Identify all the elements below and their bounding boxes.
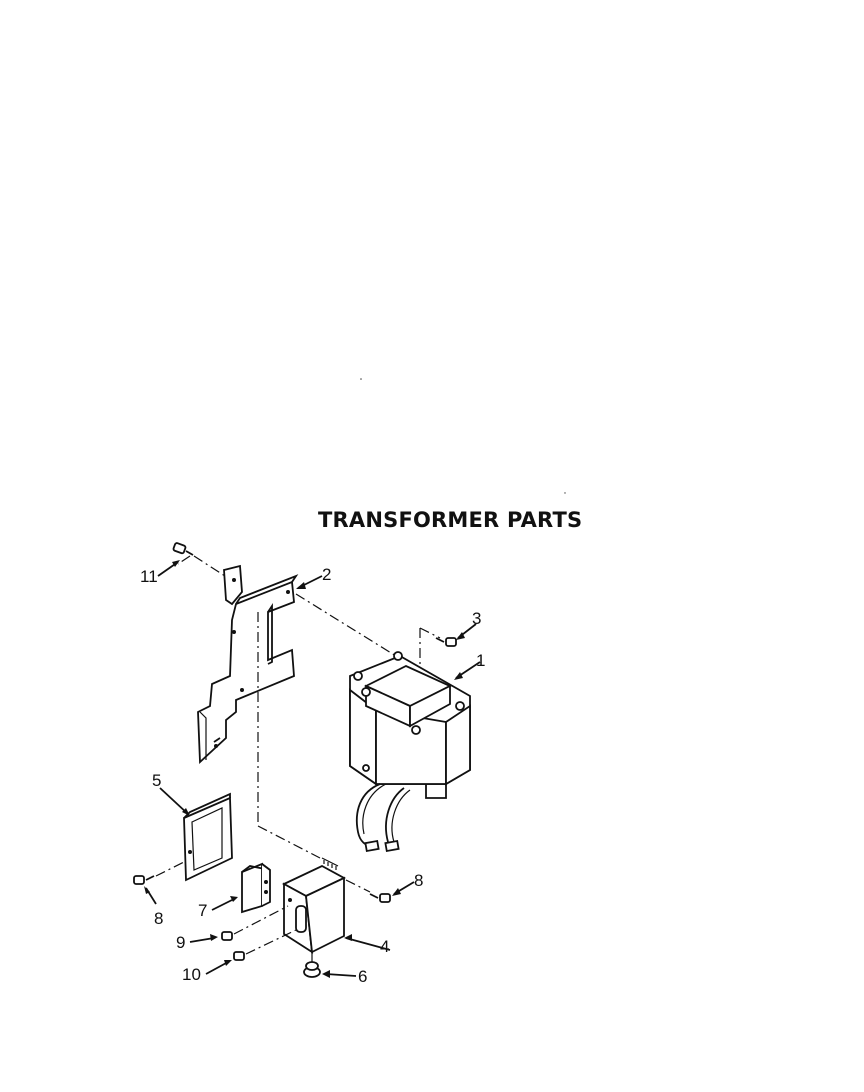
leader-6: [325, 973, 357, 977]
diagram-title: TRANSFORMER PARTS: [318, 508, 583, 532]
callout-10: 10: [182, 965, 201, 984]
leader-5: [159, 787, 189, 815]
callout-1: 1: [476, 651, 486, 670]
part-7-diode: [241, 862, 271, 914]
part-11-screw: [172, 542, 194, 565]
part-6-nut: [303, 952, 321, 978]
callout-11: 11: [140, 567, 158, 586]
callout-2: 2: [322, 565, 332, 584]
callout-5: 5: [152, 771, 162, 790]
callout-6: 6: [358, 967, 368, 986]
part-3-screw: [435, 637, 457, 647]
leader-9: [189, 937, 215, 943]
part-5-capacitor-bracket: [183, 792, 233, 882]
part-10-screw: [233, 929, 297, 961]
callout-7: 7: [198, 901, 208, 920]
callout-8-left: 8: [154, 909, 164, 928]
callout-3: 3: [472, 609, 482, 628]
part-8-screw-left: [133, 875, 155, 885]
leader-10: [205, 961, 229, 975]
callout-4: 4: [380, 937, 390, 956]
leader-4: [345, 937, 391, 951]
part-2-bracket: [197, 564, 299, 764]
callout-9: 9: [176, 933, 186, 952]
part-8-screw-right: [369, 893, 391, 903]
part-1-transformer: [349, 651, 471, 853]
callout-8-right: 8: [414, 871, 424, 890]
part-9-screw: [221, 905, 289, 941]
part-4-capacitor: [282, 857, 346, 954]
